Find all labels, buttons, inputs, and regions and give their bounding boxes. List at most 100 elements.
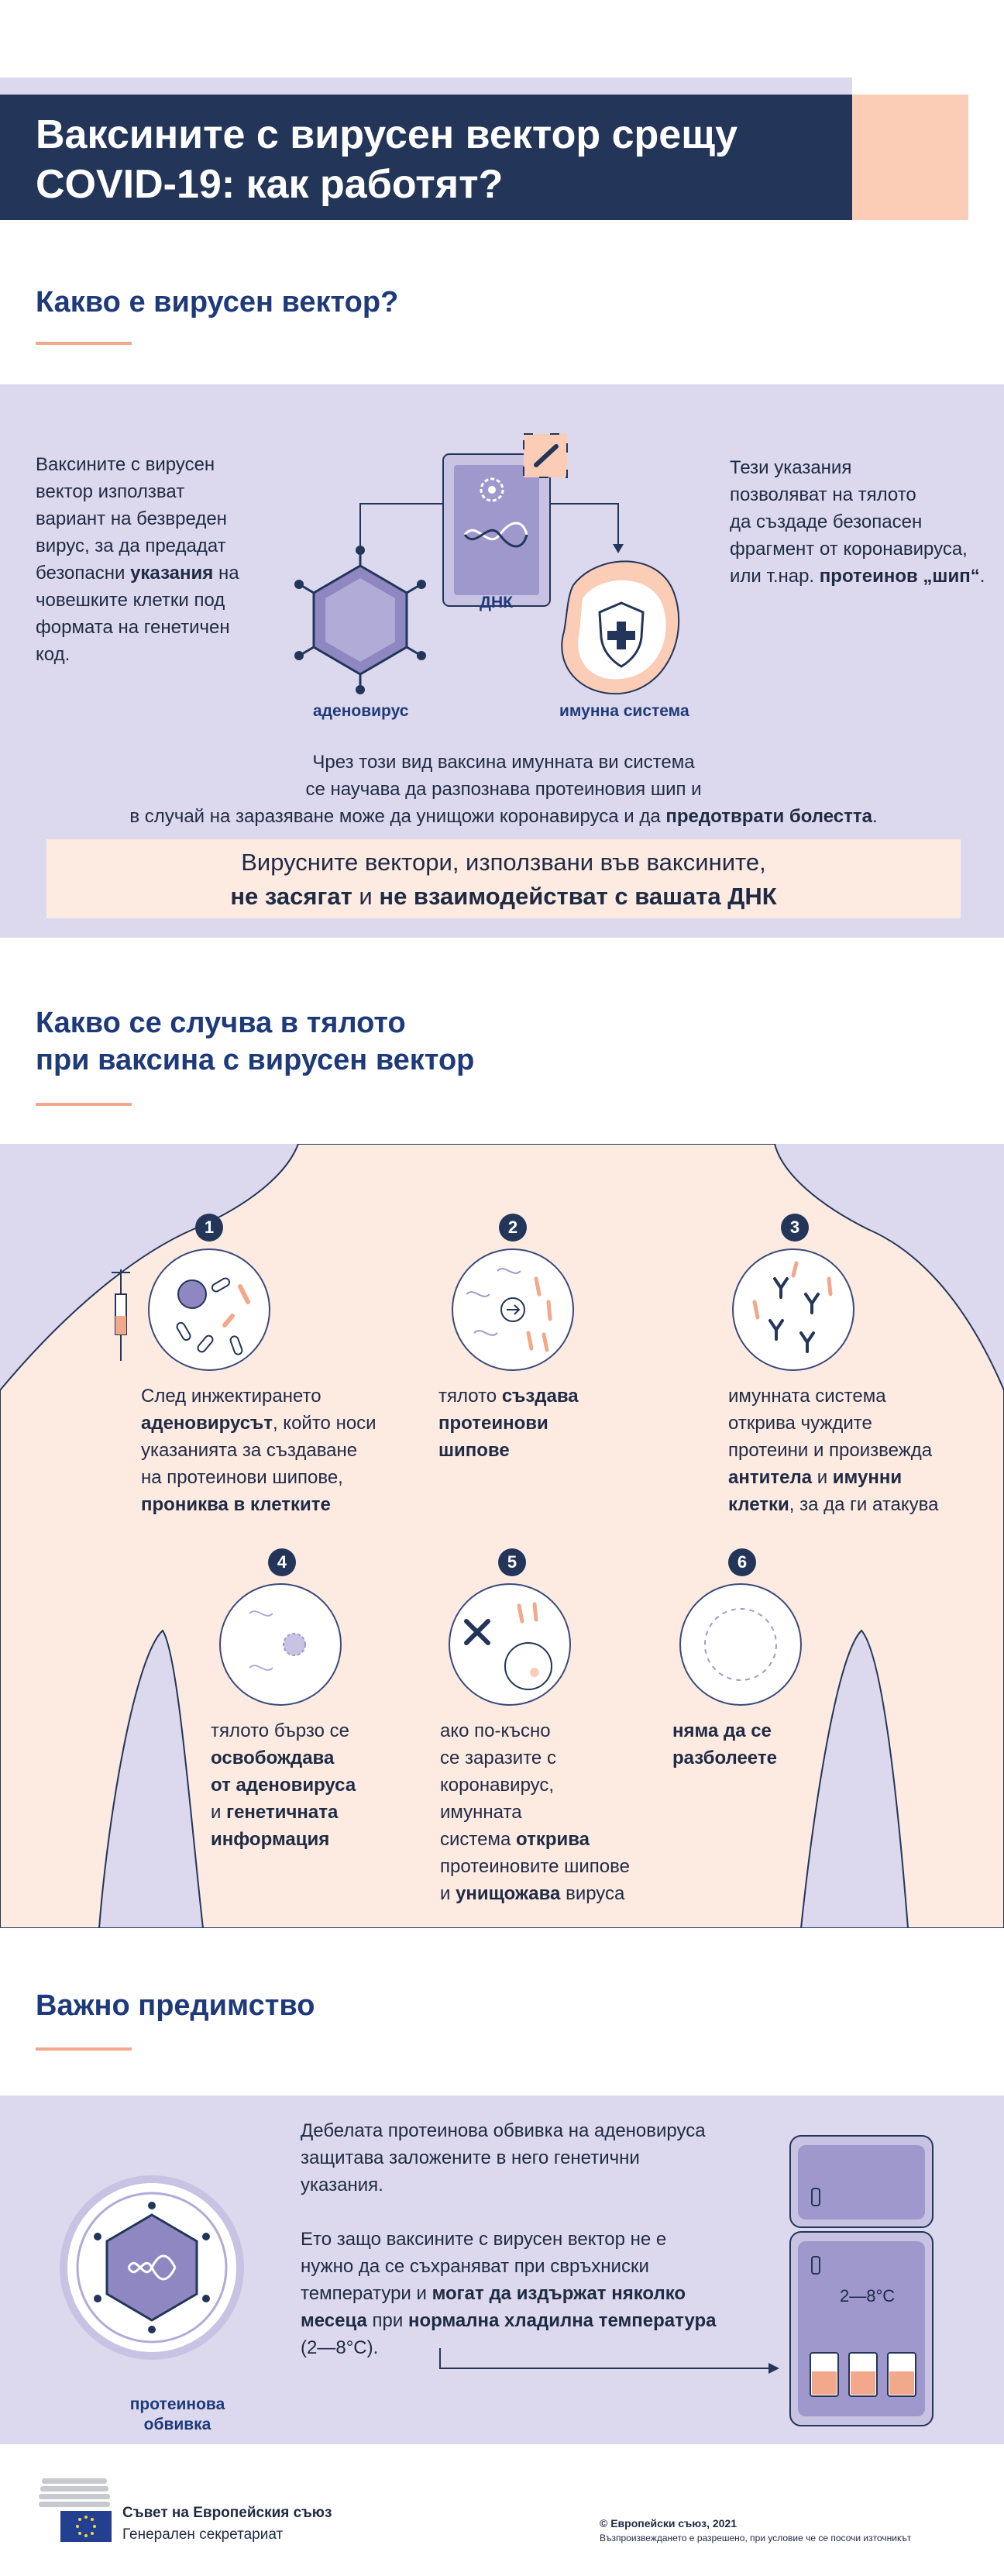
- cell-circle: [679, 1583, 802, 1706]
- text-bold: унищожава: [456, 1883, 561, 1904]
- text-bold: прониква в клетките: [141, 1494, 331, 1515]
- text-bold: клетки: [728, 1494, 789, 1515]
- text-line: информация: [211, 1826, 412, 1853]
- text-span: на: [213, 563, 239, 584]
- text-line: Ваксините с вирусен: [36, 454, 215, 475]
- text-line: месеца при нормална хладилна температура: [301, 2307, 734, 2334]
- page-title-line2: COVID-19: как работят?: [36, 162, 504, 207]
- text-span: и: [211, 1802, 227, 1823]
- text-span: .: [872, 806, 878, 827]
- syringe-icon: [112, 1269, 130, 1361]
- title-accent-block: [852, 95, 968, 220]
- text-line: в случай на заразяване може да унищожи к…: [46, 803, 961, 830]
- text-span: в случай на заразяване може да унищожи к…: [129, 806, 666, 827]
- text-line: код.: [36, 644, 70, 665]
- text-span: , за да ги атакува: [789, 1494, 939, 1515]
- text-bold: не засягат: [230, 883, 352, 910]
- text-span: и: [440, 1883, 456, 1904]
- step6-illustration: [679, 1583, 802, 1706]
- text-line: протеини и произвежда: [728, 1440, 933, 1461]
- text-bold: шипове: [438, 1440, 510, 1461]
- step4-illustration: [219, 1583, 342, 1706]
- text-span: система: [440, 1829, 516, 1850]
- text-line: имунната система: [728, 1386, 886, 1407]
- adenovirus-icon: [283, 1633, 306, 1656]
- arrow-head: [613, 544, 624, 553]
- text-line: няма да се: [672, 1717, 827, 1744]
- step4-text: тялото бързо се освобождава от аденовиру…: [211, 1717, 412, 1853]
- connector-line: [359, 503, 445, 566]
- section1-left-text: Ваксините с вирусен вектор използват вар…: [36, 451, 268, 668]
- text-span: безопасни: [36, 563, 131, 584]
- adenovirus-icon: [294, 546, 426, 694]
- text-line: или т.нар. протеинов „шип“.: [730, 563, 993, 590]
- step-number: 1: [195, 1214, 223, 1242]
- section1-center-text: Чрез този вид ваксина имунната ви систем…: [46, 749, 961, 830]
- text-line: фрагмент от коронавируса,: [730, 539, 968, 560]
- text-bold: указания: [130, 563, 214, 584]
- text-bold: предотврати болестта: [665, 806, 872, 827]
- text-line: тялото създава: [438, 1383, 640, 1410]
- protein-shell-illustration: [60, 2175, 244, 2360]
- empty-cell-icon: [704, 1608, 777, 1681]
- section1-rule: [36, 342, 132, 345]
- text-span: тялото: [438, 1386, 502, 1407]
- text-line: прониква в клетките: [141, 1491, 389, 1518]
- text-line: човешките клетки под: [36, 590, 225, 611]
- text-line: Ето защо ваксините с вирусен вектор не е: [301, 2229, 667, 2250]
- text-line: Чрез този вид ваксина имунната ви систем…: [312, 752, 695, 773]
- text-line: вариант на безвреден: [36, 508, 227, 529]
- text-bold: генетичната: [226, 1802, 339, 1823]
- step-number: 4: [268, 1548, 296, 1576]
- text-bold: месеца: [301, 2310, 367, 2331]
- fridge-icon: [789, 2135, 934, 2426]
- text-line: вирус, за да предадат: [36, 536, 226, 556]
- heading-line: при ваксина с вирусен вектор: [36, 1044, 475, 1076]
- text-bold: от аденовируса: [211, 1775, 356, 1796]
- label-protein-shell: протеинова обвивка: [113, 2395, 242, 2435]
- step3-text: имунната система открива чуждите протеин…: [728, 1383, 984, 1518]
- text-line: освобождава: [211, 1744, 412, 1772]
- antibody-icons: [768, 1277, 820, 1353]
- adenovirus-icon: [177, 1279, 207, 1309]
- text-line: да създаде безопасен: [730, 511, 923, 532]
- section1-heading: Какво е вирусен вектор?: [36, 286, 399, 319]
- step5-illustration: [449, 1583, 571, 1706]
- text-line: формата на генетичен: [36, 617, 230, 638]
- connector-line: [542, 503, 619, 550]
- text-line: не засягат и не взаимодействат с вашата …: [46, 880, 961, 914]
- step2-illustration: [452, 1248, 574, 1371]
- text-span: .: [979, 566, 985, 587]
- immune-cell-icon: [561, 560, 680, 695]
- text-line: система открива: [440, 1826, 672, 1853]
- text-span: температури и: [301, 2283, 432, 2304]
- section3-para2: Ето защо ваксините с вирусен вектор не е…: [301, 2226, 734, 2361]
- text-line: След инжектирането: [141, 1386, 321, 1407]
- text-span: и: [812, 1467, 833, 1488]
- text-line: аденовирусът, който носи: [141, 1410, 389, 1437]
- text-line: ако по-късно: [440, 1720, 551, 1741]
- text-line: и унищожава вируса: [440, 1880, 672, 1907]
- text-bold: имунни: [832, 1467, 903, 1488]
- text-bold: аденовирусът: [141, 1413, 273, 1434]
- text-line: Тези указания: [730, 457, 852, 478]
- footer-copyright: © Европейски съюз, 2021: [600, 2517, 738, 2530]
- text-span: вируса: [560, 1883, 625, 1904]
- fridge-illustration: [439, 2135, 934, 2426]
- dna-callout-box: Вирусните вектори, използвани във ваксин…: [46, 839, 961, 918]
- footer-org-name: Съвет на Европейския съюз: [122, 2505, 332, 2521]
- text-line: Дебелата протеинова обвивка на аденовиру…: [301, 2120, 706, 2141]
- text-line: Вирусните вектори, използвани във ваксин…: [241, 849, 766, 876]
- heading-line: Какво се случва в тялото: [36, 1007, 406, 1039]
- text-line: (2—8°C).: [301, 2337, 379, 2358]
- fridge-temperature: 2—8°C: [840, 2286, 896, 2306]
- step2-text: тялото създава протеинови шипове: [438, 1383, 640, 1464]
- text-span: , който носи: [272, 1413, 376, 1434]
- text-span: или т.нар.: [730, 566, 820, 587]
- text-bold: нормална хладилна температура: [407, 2310, 717, 2331]
- text-line: температури и могат да издържат няколко: [301, 2280, 734, 2307]
- text-bold: създава: [501, 1386, 579, 1407]
- title-band-decoration: [0, 77, 852, 96]
- text-line: нужно да се съхраняват при свръхниски: [301, 2256, 649, 2277]
- text-bold: не взаимодействат с вашата ДНК: [379, 883, 777, 910]
